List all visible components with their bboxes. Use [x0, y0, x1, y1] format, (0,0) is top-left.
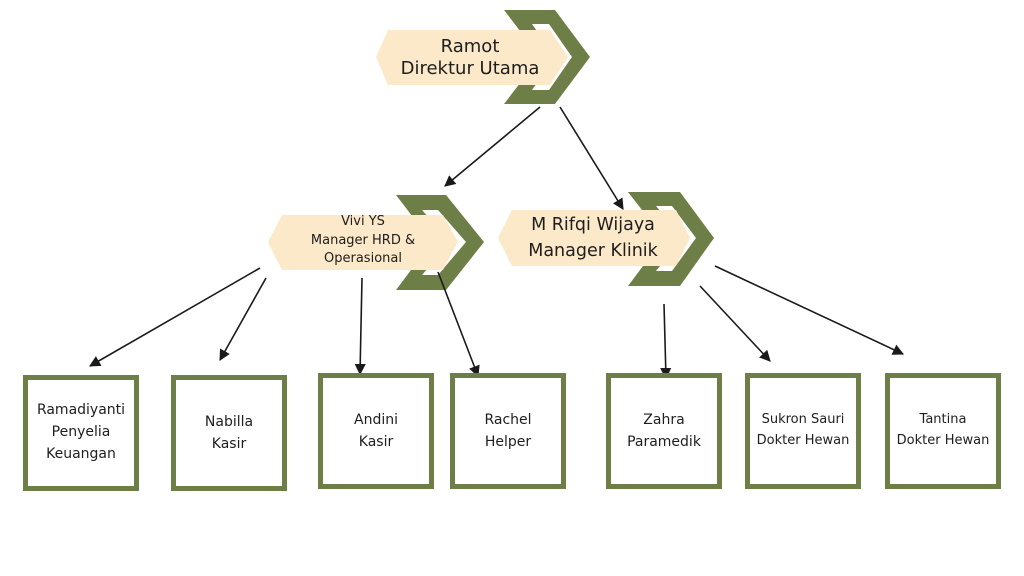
manager-klinik-name: M Rifqi Wijaya [531, 214, 655, 235]
staff-box-rachel [450, 373, 566, 489]
manager-hrd-node-shape [268, 195, 484, 290]
arrow-hrd-to-nabilla [219, 277, 267, 361]
root-hexagon [376, 30, 568, 85]
arrow-hrd-to-andini [354, 277, 366, 376]
manager-klinik-role: Manager Klinik [528, 241, 658, 261]
manager-hrd-name: Vivi YS [341, 213, 385, 229]
staff-name: Sukron Sauri [761, 412, 845, 428]
arrow-klinik-to-sukron [699, 285, 771, 362]
root-node-label: Ramot Direktur Utama [376, 30, 564, 86]
arrow-hrd-to-rachel [437, 271, 480, 378]
staff-name: Ramadiyanti [36, 402, 126, 419]
staff-role-line2: Keuangan [46, 445, 116, 462]
staff-label-andini: Andini Kasir [318, 373, 434, 489]
staff-label-rachel: Rachel Helper [450, 373, 566, 489]
arrow-root-to-klinik [559, 106, 624, 210]
arrow-root-to-hrd [444, 106, 541, 187]
staff-role: Paramedik [627, 434, 701, 450]
staff-label-sukron: Sukron Sauri Dokter Hewan [745, 373, 861, 489]
staff-role: Dokter Hewan [756, 433, 850, 448]
manager-hrd-role-line2: Operasional [324, 251, 402, 267]
staff-role: Dokter Hewan [896, 433, 990, 448]
staff-name: Tantina [919, 412, 967, 428]
arrow-klinik-to-tantina [714, 265, 905, 355]
staff-label-ramadiyanti: Ramadiyanti Penyelia Keuangan [23, 375, 139, 491]
staff-box-tantina [885, 373, 1001, 489]
staff-role: Kasir [211, 436, 247, 452]
root-node-shape [376, 10, 590, 104]
staff-role-line1: Penyelia [51, 424, 111, 441]
manager-klinik-node-shape [498, 192, 714, 286]
staff-label-tantina: Tantina Dokter Hewan [885, 373, 1001, 489]
manager-klinik-hexagon [498, 210, 690, 266]
staff-box-zahra [606, 373, 722, 489]
root-role: Direktur Utama [400, 58, 540, 79]
root-name: Ramot [440, 35, 500, 57]
staff-name: Andini [354, 411, 398, 428]
manager-hrd-label: Vivi YS Manager HRD & Operasional [290, 210, 436, 272]
manager-hrd-role-line1: Manager HRD & [310, 232, 416, 248]
staff-box-andini [318, 373, 434, 489]
manager-hrd-hexagon [268, 215, 458, 270]
staff-box-nabilla [171, 375, 287, 491]
staff-role: Kasir [358, 434, 394, 450]
staff-role: Helper [484, 434, 532, 450]
arrow-hrd-to-ramadiyanti [89, 267, 261, 367]
staff-name: Zahra [643, 411, 685, 428]
manager-klinik-label: M Rifqi Wijaya Manager Klinik [506, 208, 680, 268]
staff-name: Rachel [484, 411, 532, 428]
staff-box-ramadiyanti [23, 375, 139, 491]
arrow-klinik-to-zahra [660, 303, 672, 380]
staff-label-zahra: Zahra Paramedik [606, 373, 722, 489]
staff-label-nabilla: Nabilla Kasir [171, 375, 287, 491]
staff-name: Nabilla [204, 413, 254, 430]
staff-box-sukron [745, 373, 861, 489]
